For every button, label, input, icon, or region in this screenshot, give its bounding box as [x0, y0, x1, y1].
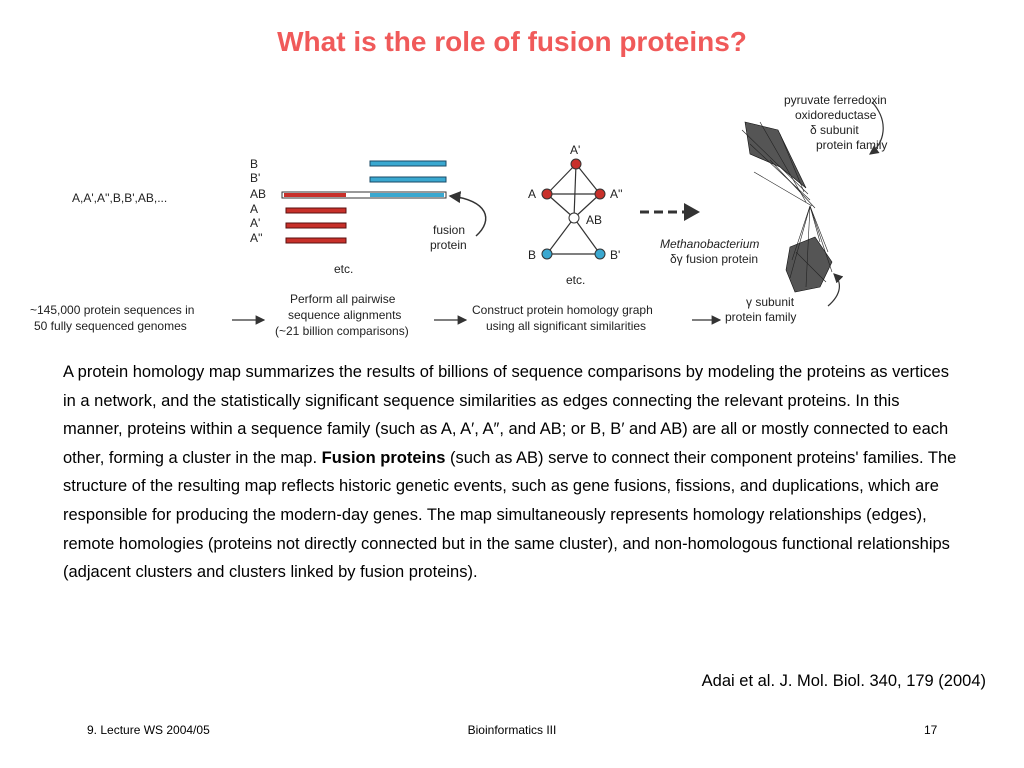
node-label-a-prime: A'	[570, 143, 580, 157]
dashed-arrow-head	[684, 203, 700, 221]
map-label-top: pyruvate ferredoxin	[784, 93, 887, 107]
alignment-label: A	[250, 202, 258, 216]
map-label-top: oxidoreductase	[795, 108, 877, 122]
node-a-dprime	[594, 188, 606, 200]
map-bottom-arrow	[827, 273, 844, 307]
node-b	[541, 248, 553, 260]
node-label-a: A	[528, 187, 536, 201]
node-b-prime	[594, 248, 606, 260]
bar-ab-b-part	[370, 193, 444, 197]
body-sentences: (such as AB) serve to connect their comp…	[63, 448, 957, 582]
citation: Adai et al. J. Mol. Biol. 340, 179 (2004…	[701, 672, 986, 690]
protein-homology-figure: A,A',A'',B,B',AB,... B B' AB A A' A'' fu…	[30, 93, 887, 338]
etc-label: etc.	[566, 273, 585, 287]
node-a-prime	[570, 158, 582, 170]
map-label-top: protein family	[816, 138, 887, 152]
bar-a-dprime	[285, 237, 347, 244]
fusion-label: fusion	[433, 223, 465, 237]
step1-text: ~145,000 protein sequences in	[30, 303, 194, 317]
node-label-b: B	[528, 248, 536, 262]
bold-term: Fusion proteins	[321, 448, 446, 467]
step3-text: using all significant similarities	[486, 319, 646, 333]
alignment-bars	[281, 160, 447, 244]
node-label-a-dprime: A''	[610, 187, 623, 201]
homology-graph	[546, 163, 601, 255]
alignment-label: AB	[250, 187, 266, 201]
step2-text: (~21 billion comparisons)	[275, 324, 409, 338]
cluster-map	[741, 121, 833, 293]
fusion-arrow	[448, 191, 487, 237]
node-a	[541, 188, 553, 200]
bar-ab-a-part	[284, 193, 346, 197]
sequence-list-label: A,A',A'',B,B',AB,...	[72, 191, 167, 205]
step3-text: Construct protein homology graph	[472, 303, 653, 317]
body-text: A protein homology map summarizes the re…	[63, 358, 963, 587]
bar-a	[285, 207, 347, 214]
alignment-label: A'	[250, 216, 260, 230]
node-label-ab: AB	[586, 213, 602, 227]
bar-ab-frame	[281, 191, 447, 199]
body-sentences: A protein homology map summarizes the re…	[63, 363, 949, 467]
map-label-middle: Methanobacterium	[660, 237, 759, 251]
footer-course: Bioinformatics III	[467, 723, 557, 737]
step1-text: 50 fully sequenced genomes	[34, 319, 187, 333]
fusion-label: protein	[430, 238, 467, 252]
map-top-arrow	[869, 101, 884, 155]
node-label-b-prime: B'	[610, 248, 620, 262]
step2-text: Perform all pairwise	[290, 292, 396, 306]
step2-text: sequence alignments	[288, 308, 401, 322]
footer-lecture: 9. Lecture WS 2004/05	[87, 723, 210, 737]
map-label-middle: δγ fusion protein	[670, 252, 758, 266]
alignment-label: B'	[250, 171, 260, 185]
map-label-top: δ subunit	[810, 123, 859, 137]
bar-a-prime	[285, 222, 347, 229]
alignment-label: A''	[250, 231, 263, 245]
graph-nodes	[541, 158, 606, 260]
node-ab	[568, 212, 580, 224]
map-label-bottom: γ subunit	[746, 295, 795, 309]
map-label-bottom: protein family	[725, 310, 796, 324]
bar-b-prime	[369, 176, 447, 183]
bar-b	[369, 160, 447, 167]
alignment-label: B	[250, 157, 258, 171]
alignment-labels: B B' AB A A' A''	[250, 157, 266, 245]
slide-title: What is the role of fusion proteins?	[277, 26, 747, 57]
body-paragraph: A protein homology map summarizes the re…	[63, 358, 963, 587]
etc-label: etc.	[334, 262, 353, 276]
footer-page-number: 17	[924, 723, 938, 737]
